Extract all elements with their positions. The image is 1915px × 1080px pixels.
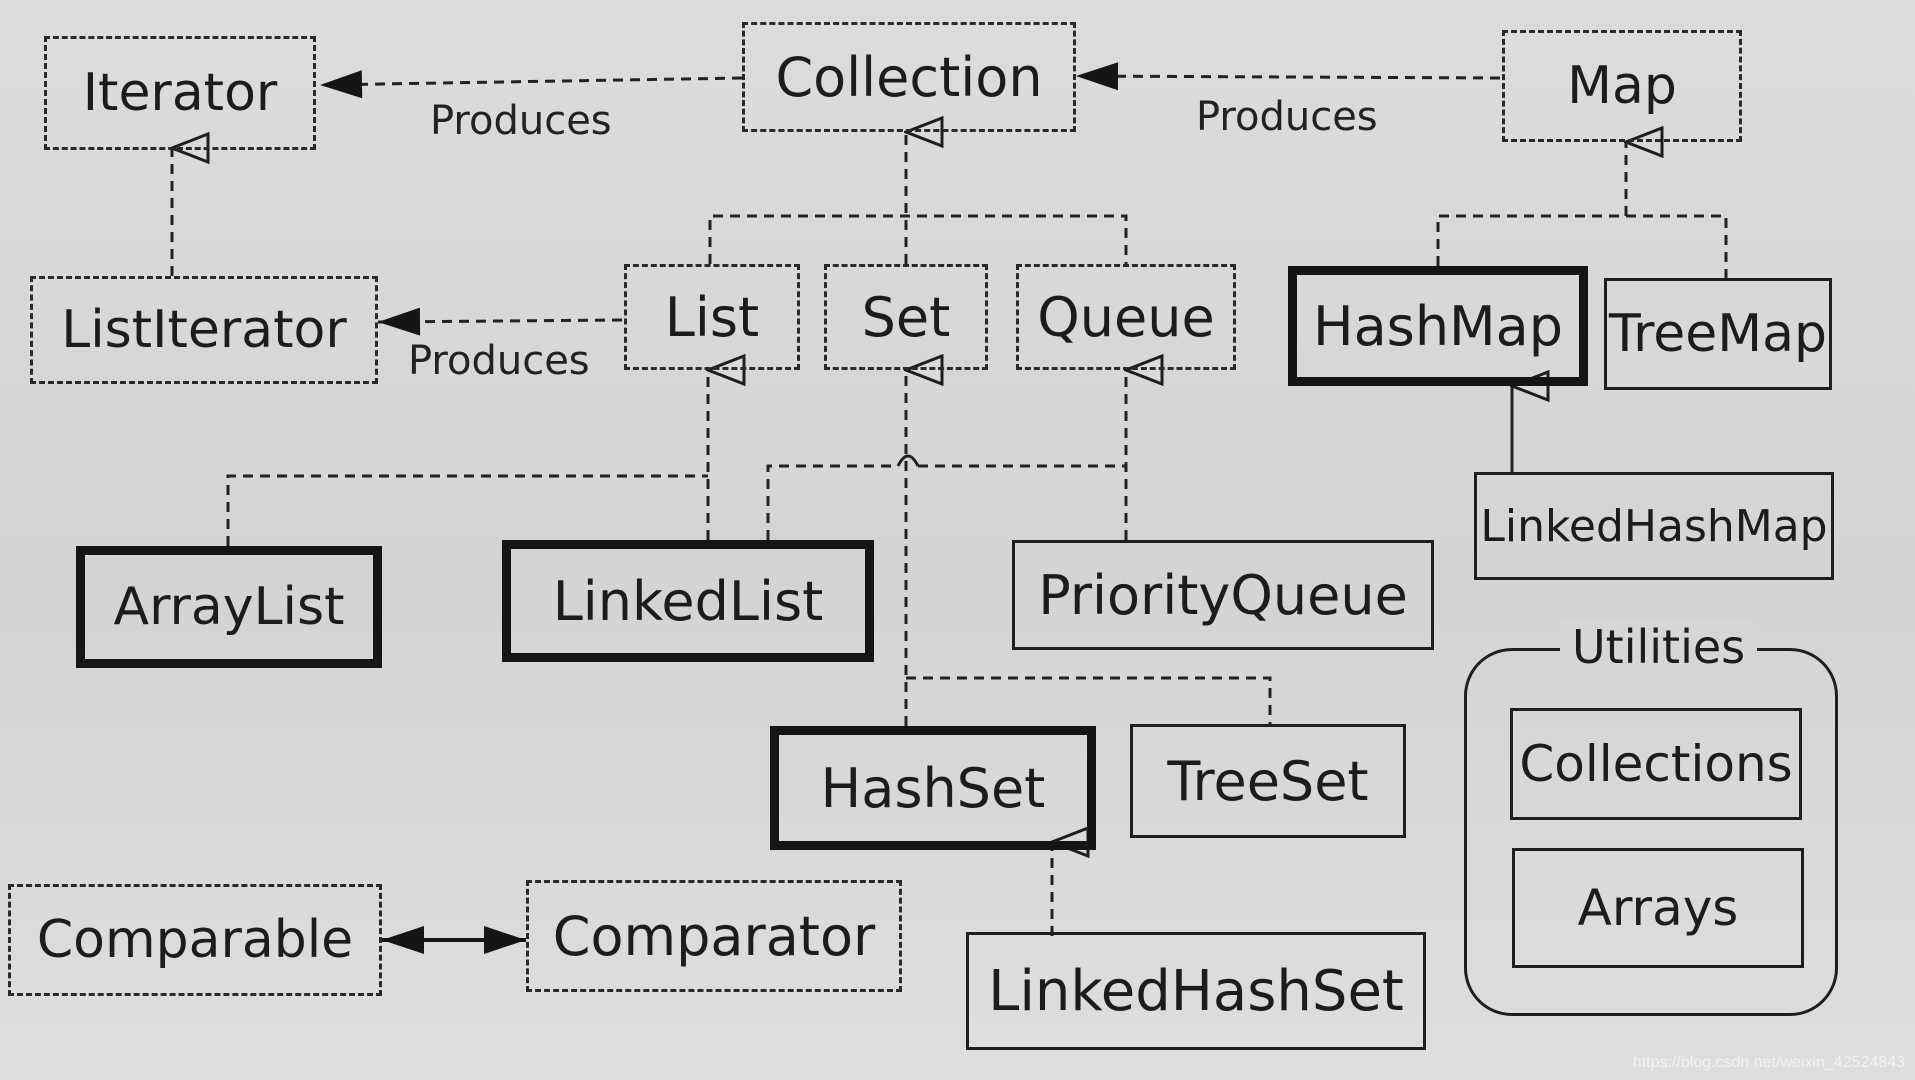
node-tree-set: TreeSet bbox=[1130, 724, 1406, 838]
edge-collection-iterator bbox=[319, 70, 743, 99]
node-list-iterator: ListIterator bbox=[30, 276, 378, 384]
node-iterator: Iterator bbox=[44, 36, 316, 150]
produces-label-iterator: Produces bbox=[430, 98, 612, 144]
edge-linkedlist-queue bbox=[766, 464, 898, 540]
node-tree-map: TreeMap bbox=[1604, 278, 1832, 390]
node-comparable: Comparable bbox=[8, 884, 382, 996]
utility-collections: Collections bbox=[1510, 708, 1802, 820]
edge-arraylist-list bbox=[226, 474, 708, 546]
node-linked-hash-set: LinkedHashSet bbox=[966, 932, 1426, 1050]
node-array-list: ArrayList bbox=[76, 546, 382, 668]
node-map: Map bbox=[1502, 30, 1742, 142]
node-comparator: Comparator bbox=[526, 880, 902, 992]
node-set: Set bbox=[824, 264, 988, 370]
produces-label-listiterator: Produces bbox=[408, 338, 590, 384]
utility-arrays: Arrays bbox=[1512, 848, 1804, 968]
edge-list-listiterator bbox=[377, 307, 623, 336]
node-queue: Queue bbox=[1016, 264, 1236, 370]
produces-label-map: Produces bbox=[1196, 94, 1378, 140]
watermark: https://blog.csdn.net/weixin_42524843 bbox=[1632, 1054, 1905, 1071]
utilities-title: Utilities bbox=[1560, 620, 1758, 674]
node-linked-hash-map: LinkedHashMap bbox=[1474, 472, 1834, 580]
node-collection: Collection bbox=[742, 22, 1076, 132]
edge-list-set-queue-collection bbox=[708, 214, 1128, 264]
node-linked-list: LinkedList bbox=[502, 540, 874, 662]
node-hash-set: HashSet bbox=[770, 726, 1096, 850]
node-list: List bbox=[624, 264, 800, 370]
edge-hashmap-treemap-map bbox=[1436, 214, 1728, 278]
edge-treeset-set bbox=[906, 676, 1272, 724]
node-priority-queue: PriorityQueue bbox=[1012, 540, 1434, 650]
edge-crossing-bump bbox=[896, 454, 920, 467]
node-hash-map: HashMap bbox=[1288, 266, 1588, 386]
edge-map-collection bbox=[1075, 62, 1501, 91]
